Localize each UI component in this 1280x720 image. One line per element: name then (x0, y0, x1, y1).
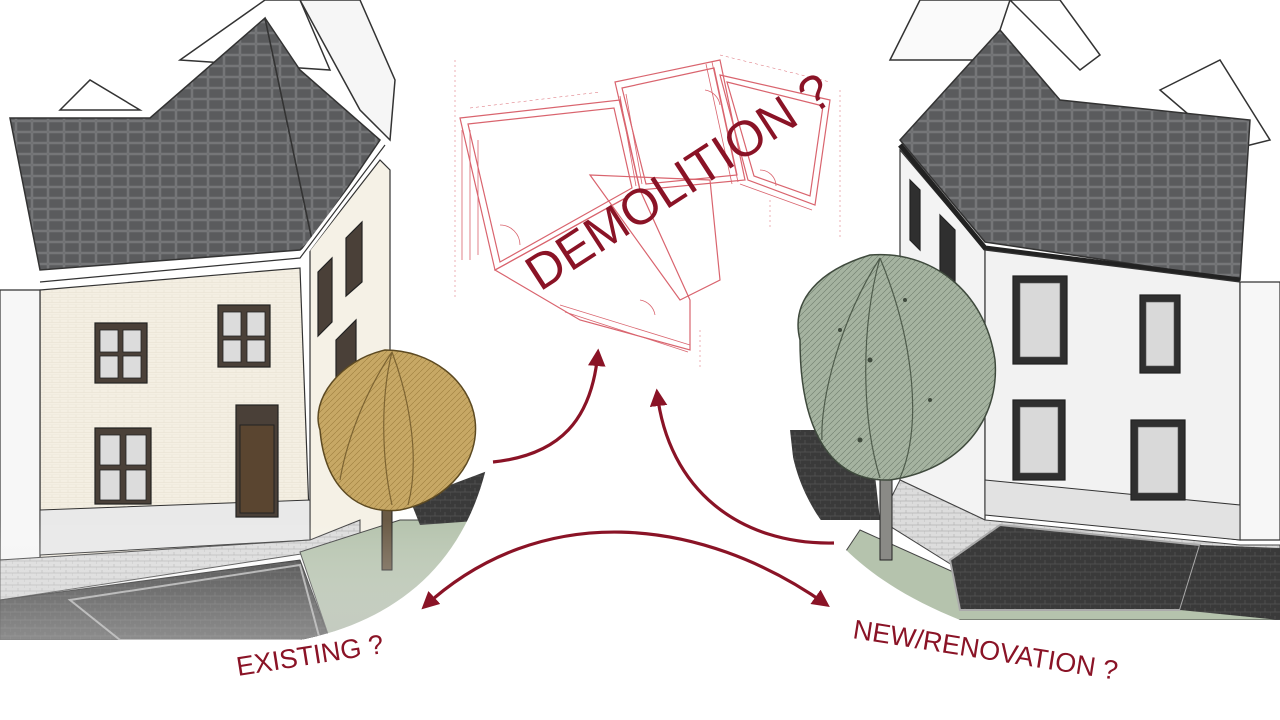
floor-plan-icon (454, 54, 841, 370)
house-renovated-icon (790, 0, 1280, 620)
house-existing-icon (0, 0, 490, 640)
arrow-renovation-to-demolition (649, 388, 835, 545)
arrow-existing-renovation (421, 530, 830, 610)
label-renovation: NEW/RENOVATION ? (851, 614, 1120, 685)
curved-arrow-icon (421, 348, 835, 610)
tree-renovated (797, 253, 997, 561)
arrow-existing-to-demolition (492, 348, 606, 464)
